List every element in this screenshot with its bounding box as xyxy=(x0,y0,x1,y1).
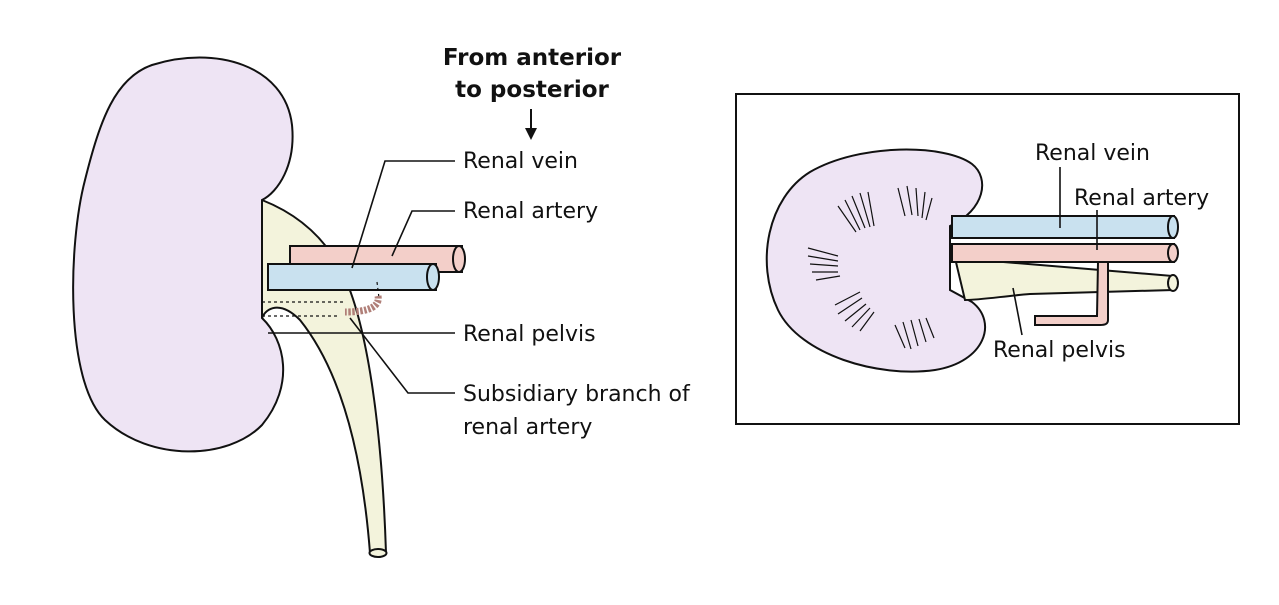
leader-subsidiary xyxy=(349,317,455,394)
subsidiary-artery-hidden xyxy=(376,281,380,299)
label-renal-vein: Renal vein xyxy=(463,149,578,174)
label-subsidiary-line1: Subsidiary branch of xyxy=(463,382,691,407)
direction-label-line2: to posterior xyxy=(455,77,609,103)
inset-renal-artery-end xyxy=(1167,243,1179,263)
inset-leader-renal-pelvis xyxy=(1012,287,1023,336)
left-figure: From anterior to posterior Renal vein Re… xyxy=(72,45,691,558)
inset-figure: Renal vein Renal artery Renal pelvis xyxy=(735,93,1240,425)
left-renal-vein-end xyxy=(426,263,440,291)
inset-label-renal-artery: Renal artery xyxy=(1074,186,1209,211)
leader-renal-vein xyxy=(351,160,455,269)
inset-subsidiary-branch xyxy=(1034,261,1109,326)
inset-renal-vein xyxy=(951,215,1175,239)
label-renal-pelvis: Renal pelvis xyxy=(463,322,596,347)
inset-renal-artery xyxy=(951,243,1175,263)
calyx-marks xyxy=(807,185,935,350)
inset-renal-vein-end xyxy=(1167,215,1179,239)
label-renal-artery: Renal artery xyxy=(463,199,598,224)
subsidiary-artery-branch xyxy=(344,295,382,316)
left-kidney xyxy=(72,56,294,453)
inset-branch-hidden xyxy=(1097,262,1109,272)
direction-arrow-icon xyxy=(525,128,537,140)
left-ureter-end xyxy=(368,548,388,558)
left-renal-vein xyxy=(267,263,437,291)
left-renal-artery-end xyxy=(452,245,466,273)
label-subsidiary-line2: renal artery xyxy=(463,415,592,440)
inset-label-renal-pelvis: Renal pelvis xyxy=(993,338,1126,363)
direction-label-line1: From anterior xyxy=(443,45,622,71)
inset-renal-pelvis-end xyxy=(1167,274,1179,292)
leader-renal-artery xyxy=(391,210,455,257)
inset-label-renal-vein: Renal vein xyxy=(1035,141,1150,166)
